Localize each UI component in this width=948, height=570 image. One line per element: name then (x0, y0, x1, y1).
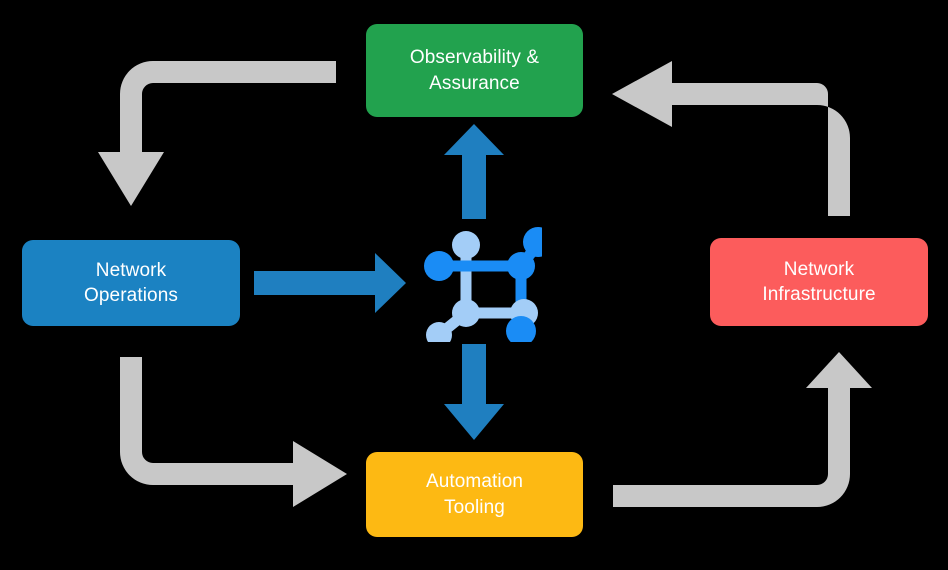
arrow-center-to-observability (444, 124, 504, 219)
topology-nodes-secondary (426, 231, 538, 342)
node-automation-tooling[interactable]: Automation Tooling (366, 452, 583, 537)
arrow-infrastructure-to-observability (612, 61, 850, 216)
topology-nodes-primary (424, 227, 542, 342)
arrow-observability-to-operations (98, 61, 336, 206)
arrow-operations-to-center (254, 253, 406, 313)
node-label-automation: Automation Tooling (425, 471, 524, 518)
node-observability-assurance[interactable]: Observability & Assurance (366, 24, 583, 117)
node-network-infrastructure[interactable]: Network Infrastructure (710, 238, 928, 326)
arrow-operations-to-automation (120, 357, 347, 507)
network-topology-icon (424, 227, 542, 342)
arrow-center-to-automation (444, 344, 504, 440)
node-label-operations: Network Operations (84, 259, 178, 306)
node-label-observability: Observability & Assurance (409, 47, 540, 94)
node-label-infrastructure: Network Infrastructure (762, 258, 876, 305)
node-network-operations[interactable]: Network Operations (22, 240, 240, 326)
arrow-automation-to-infrastructure (613, 352, 872, 507)
